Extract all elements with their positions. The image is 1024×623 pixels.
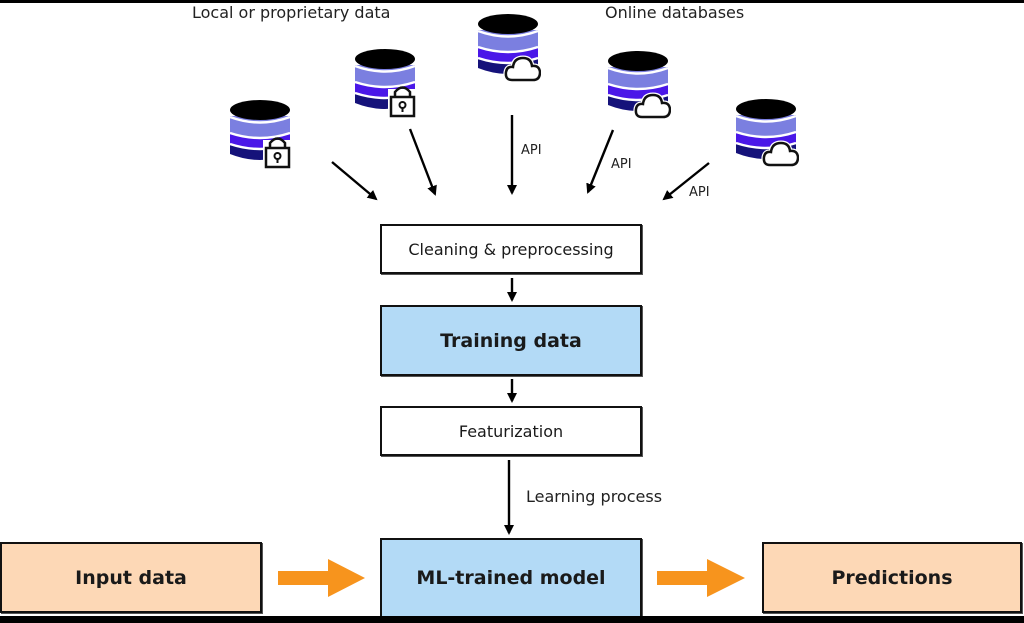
database-cylinder (354, 49, 416, 109)
cleaning-preprocessing-label: Cleaning & preprocessing (408, 239, 614, 259)
ml-trained-model-box: ML-trained model (380, 538, 642, 618)
ml-trained-model-label: ML-trained model (416, 567, 606, 589)
arrow-online-db-2 (586, 129, 615, 194)
cloud-icon (761, 140, 799, 168)
learning-process-label: Learning process (526, 487, 663, 506)
training-data-label: Training data (440, 329, 582, 352)
lock-icon (263, 137, 291, 169)
arrow-local-db-2 (408, 128, 437, 196)
lock-icon (388, 86, 416, 118)
input-data-label: Input data (75, 566, 187, 589)
cloud-icon (503, 55, 541, 83)
featurization-label: Featurization (458, 421, 564, 441)
orange-arrow-input-to-model (278, 559, 365, 597)
online-databases-label: Online databases (605, 3, 745, 22)
database-cylinder (735, 99, 797, 159)
online-database-icon (607, 51, 671, 120)
training-data-box: Training data (380, 305, 642, 376)
local-database-icon (354, 49, 416, 118)
local-data-label: Local or proprietary data (192, 3, 391, 22)
arrow-online-db-3 (662, 162, 710, 201)
predictions-box: Predictions (762, 542, 1022, 613)
api-label: API (611, 157, 632, 172)
featurization-box: Featurization (380, 406, 642, 456)
api-label: API (521, 143, 542, 158)
predictions-label: Predictions (831, 566, 953, 589)
bottom-border (0, 616, 1024, 623)
online-database-icon (735, 99, 799, 168)
cloud-icon (633, 92, 671, 120)
local-database-icon (229, 100, 291, 169)
orange-arrow-model-to-predictions (657, 559, 745, 597)
arrow-local-db-1 (331, 161, 378, 201)
online-database-icon (477, 14, 541, 83)
input-data-box: Input data (0, 542, 262, 613)
cleaning-preprocessing-box: Cleaning & preprocessing (380, 224, 642, 274)
top-border (0, 0, 1024, 3)
api-label: API (689, 185, 710, 200)
